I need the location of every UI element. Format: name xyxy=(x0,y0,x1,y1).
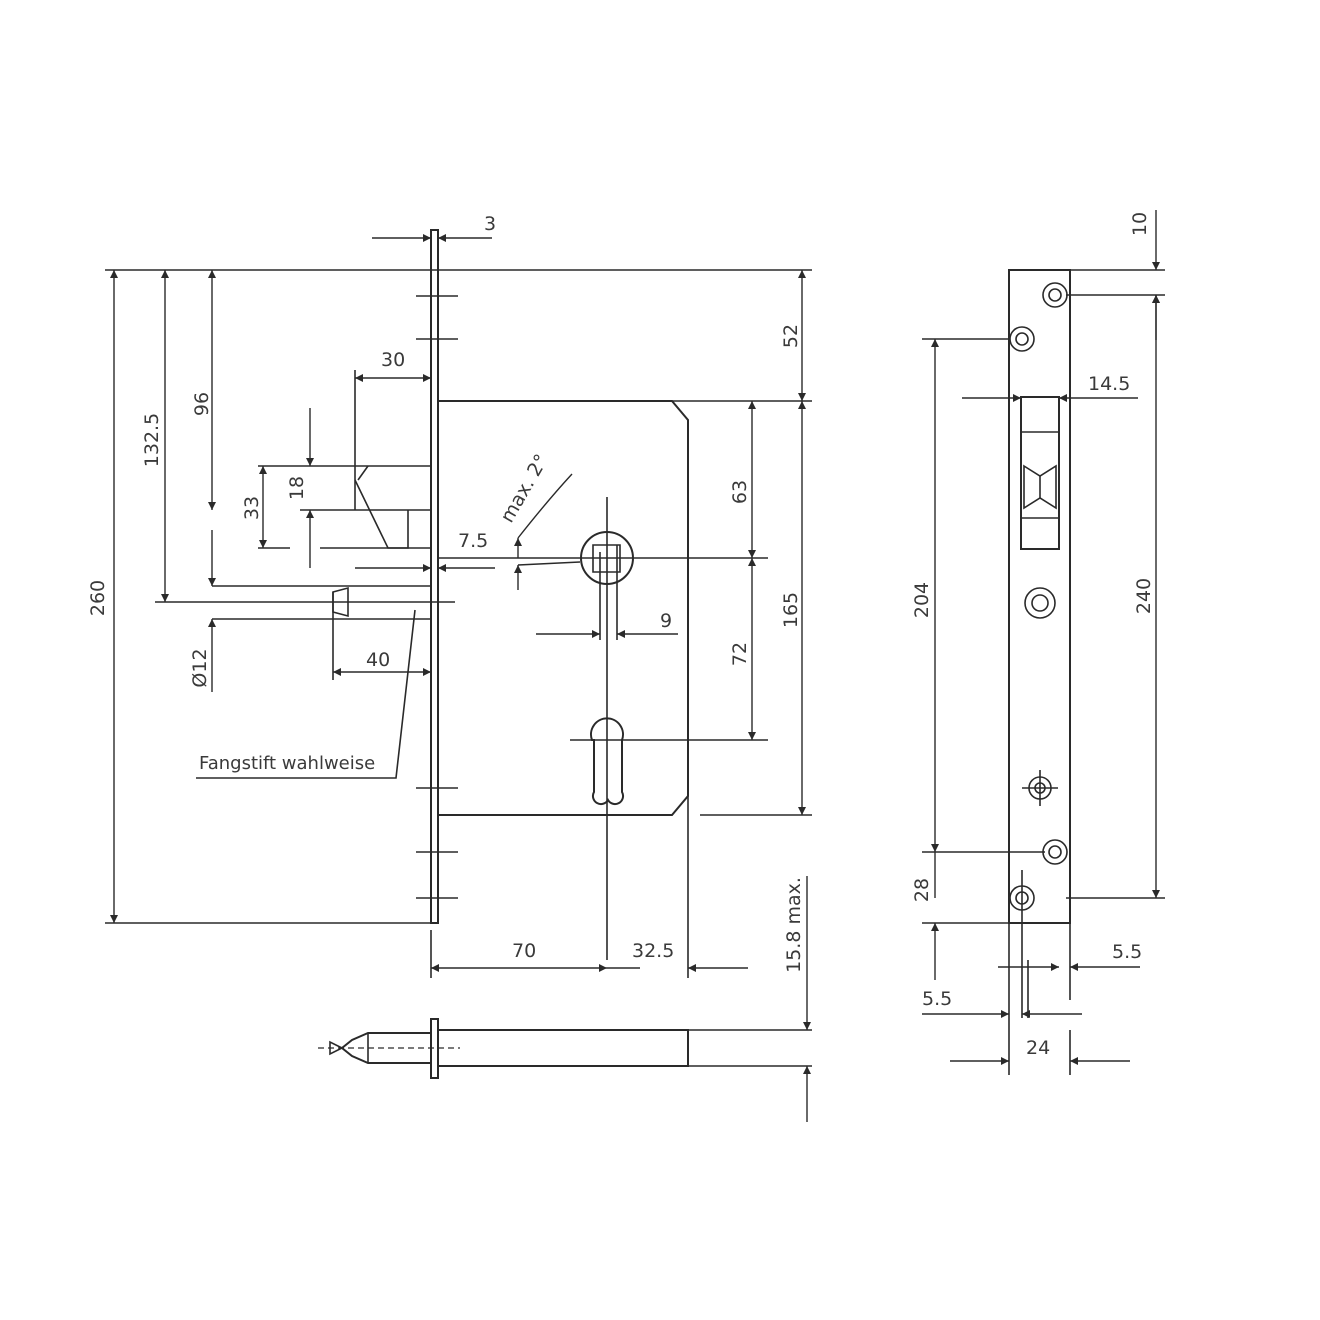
dim-10: 10 xyxy=(1129,212,1151,236)
dim-5-5-right: 5.5 xyxy=(1112,941,1142,963)
faceplate-side xyxy=(1009,270,1070,923)
cylinder-cutout xyxy=(591,718,623,804)
dim-5-5-left: 5.5 xyxy=(922,988,952,1010)
dead-bolt xyxy=(155,586,455,619)
dim-3: 3 xyxy=(484,213,496,235)
dim-240: 240 xyxy=(1133,578,1155,614)
lock-case xyxy=(438,401,688,815)
dim-14-5: 14.5 xyxy=(1088,373,1130,395)
dim-52: 52 xyxy=(780,324,802,348)
side-view-faceplate xyxy=(1009,270,1070,1075)
dim-165: 165 xyxy=(780,592,802,628)
dim-diameter-12: Ø12 xyxy=(189,648,211,687)
dim-28: 28 xyxy=(911,878,933,902)
front-dimensions: 3 260 132.5 96 Ø12 33 18 30 40 7.5 xyxy=(87,213,806,978)
latch-bolt xyxy=(258,466,431,548)
dim-260: 260 xyxy=(87,580,109,616)
dim-15-8-max: 15.8 max. xyxy=(783,877,805,973)
fangstift-leader xyxy=(196,610,415,778)
dim-24: 24 xyxy=(1026,1037,1050,1059)
screw-holes xyxy=(1010,283,1067,910)
dim-40: 40 xyxy=(366,649,390,671)
dim-33: 33 xyxy=(241,496,263,520)
dim-9: 9 xyxy=(660,610,672,632)
dim-72: 72 xyxy=(729,642,751,666)
dim-7-5: 7.5 xyxy=(458,530,488,552)
note-fangstift: Fangstift wahlweise xyxy=(199,753,375,774)
dim-30: 30 xyxy=(381,349,405,371)
front-view xyxy=(105,230,812,960)
dim-132-5: 132.5 xyxy=(141,413,163,467)
faceplate-screw-marks xyxy=(416,296,458,898)
angle-max-2: max. 2° xyxy=(496,450,553,526)
bottom-view-pin: 15.8 max. xyxy=(318,876,812,1122)
follower xyxy=(438,497,768,960)
side-dimensions: 10 240 204 28 14.5 5.5 5.5 24 xyxy=(911,210,1165,1065)
dim-204: 204 xyxy=(911,582,933,618)
latch-opening xyxy=(1021,397,1059,549)
dim-70: 70 xyxy=(512,940,536,962)
dim-96: 96 xyxy=(191,392,213,416)
dim-63: 63 xyxy=(729,480,751,504)
dim-32-5: 32.5 xyxy=(632,940,674,962)
dim-18: 18 xyxy=(286,476,308,500)
faceplate xyxy=(431,230,438,923)
